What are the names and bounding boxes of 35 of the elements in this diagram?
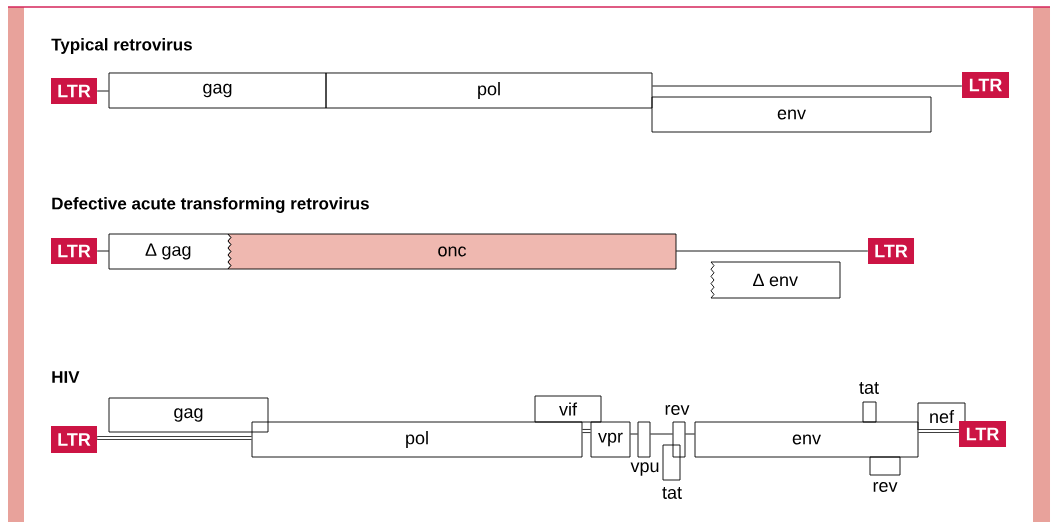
connector-line: [685, 433, 695, 435]
gene-box: pol: [251, 421, 583, 458]
ltr-box: LTR: [51, 238, 97, 264]
ltr-box: LTR: [962, 72, 1009, 98]
double-line: [582, 428, 591, 434]
connector-line: [96, 250, 110, 252]
connector-line: [630, 433, 638, 435]
gene-box: gag: [108, 397, 269, 433]
gene-label: rev: [873, 482, 898, 492]
ltr-box: LTR: [959, 421, 1006, 447]
section-heading: Defective acute transforming retrovirus: [52, 197, 369, 213]
gene-box: env: [694, 421, 919, 458]
connector-line: [650, 433, 673, 435]
gene-label: tat: [662, 487, 682, 499]
ltr-box: LTR: [868, 238, 914, 264]
double-line: [918, 428, 959, 434]
ltr-box: LTR: [51, 426, 97, 453]
gene-box: vpr: [590, 421, 631, 458]
gene-box: env: [651, 96, 932, 133]
section-heading: HIV: [52, 371, 80, 383]
gene-label: rev: [665, 405, 690, 415]
connector-line: [652, 85, 963, 87]
gene-box: ∆ env: [710, 261, 841, 299]
gene-box: onc: [227, 233, 677, 270]
section-heading: Typical retrovirus: [51, 38, 192, 54]
gene-label: tat: [859, 382, 879, 394]
gene-box: pol: [325, 72, 653, 109]
ltr-box: LTR: [51, 78, 97, 104]
double-line: [97, 435, 252, 441]
connector-line: [675, 250, 869, 252]
gene-box: gag: [108, 72, 327, 109]
gene-label: vpu: [630, 462, 659, 476]
connector-line: [96, 90, 109, 92]
gene-box: vif: [534, 395, 602, 423]
gene-box: nef: [917, 402, 966, 431]
